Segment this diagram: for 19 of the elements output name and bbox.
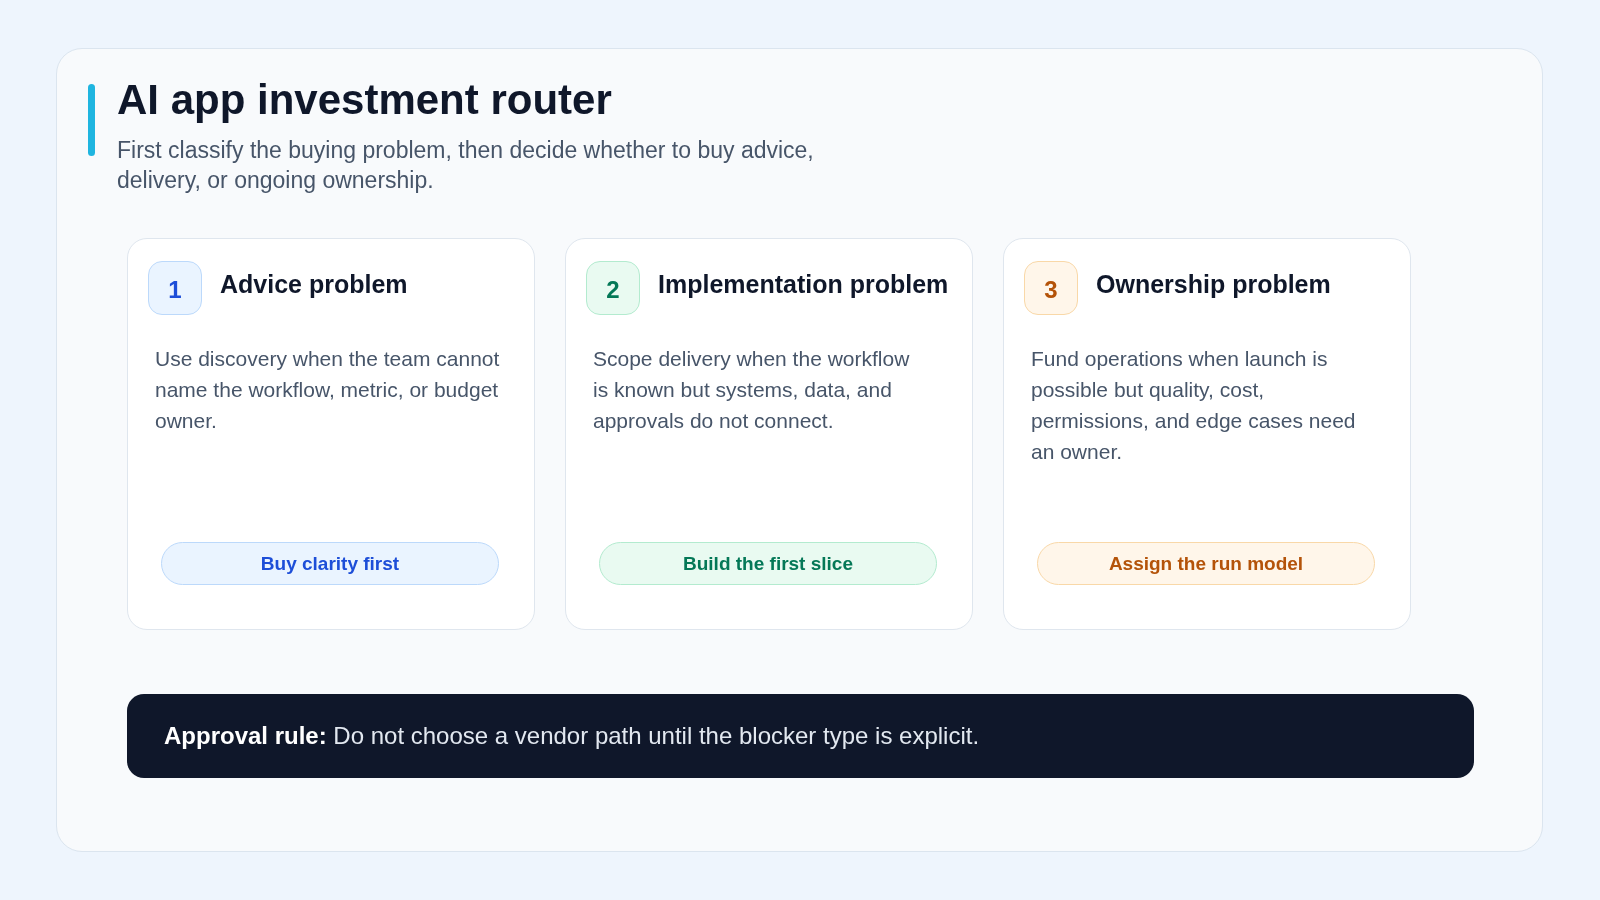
problem-card <box>127 238 535 630</box>
rule-banner <box>127 694 1474 778</box>
rule-text: Approval rule: Do not choose a vendor path until the blocker type is explicit. <box>164 721 980 751</box>
problem-card <box>565 238 973 630</box>
card-description: Scope delivery when the workflow is known but systems, data, and approvals do not connect. <box>593 346 911 434</box>
recommendation-tag: Build the first slice <box>599 542 937 585</box>
card-heading: Ownership problem <box>1096 269 1331 299</box>
page-title: AI app investment router <box>117 76 612 124</box>
problem-card <box>1003 238 1411 630</box>
page-subtitle: First classify the buying problem, then decide whether to buy advice, delivery, or ongoing ownership. <box>117 136 815 195</box>
step-number: 2 <box>586 261 640 315</box>
step-number: 1 <box>148 261 202 315</box>
card-heading: Implementation problem <box>658 269 949 299</box>
card-heading: Advice problem <box>220 269 408 299</box>
recommendation-tag: Buy clarity first <box>161 542 499 585</box>
step-number: 3 <box>1024 261 1078 315</box>
card-description: Use discovery when the team cannot name the workflow, metric, or budget owner. <box>155 346 500 434</box>
recommendation-tag: Assign the run model <box>1037 542 1375 585</box>
card-description: Fund operations when launch is possible but quality, cost, permissions, and edge cases need an owner. <box>1031 346 1357 465</box>
